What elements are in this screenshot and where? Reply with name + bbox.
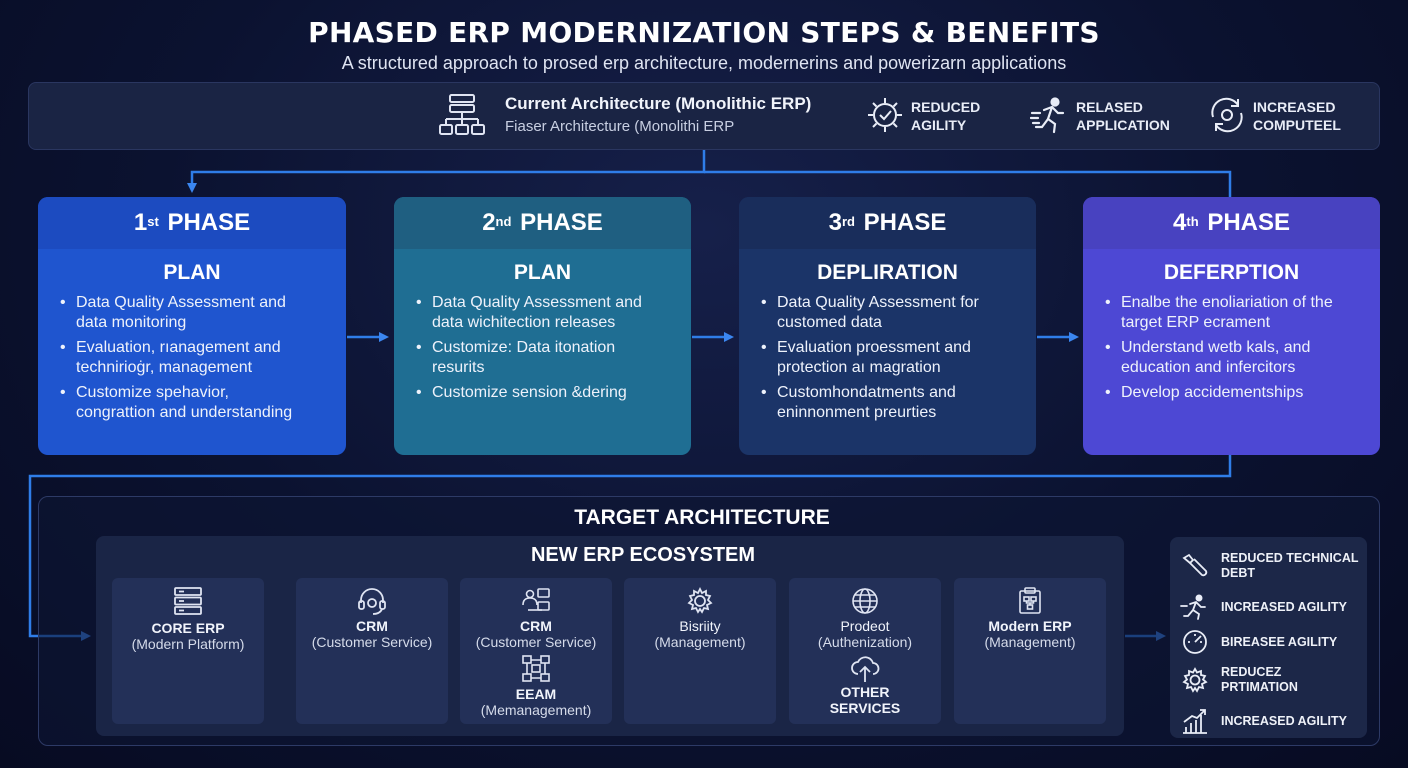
- ecosystem-card-product: Prodeot (Authenization) OTHER SERVICES: [789, 578, 941, 724]
- document-network-icon: [1019, 587, 1041, 614]
- gear-icon: [1182, 667, 1208, 693]
- gear-icon: [687, 586, 713, 614]
- refresh-gear-icon: [1211, 97, 1243, 133]
- phase-2-name: PLAN: [513, 261, 572, 284]
- bullet: Customize sension &dering: [416, 383, 677, 403]
- phase-2-card: 2nd PHASE PLAN Data Quality Assessment a…: [394, 197, 691, 455]
- bullet: Customize spehavior,congrattion and unde…: [60, 383, 332, 423]
- ecosystem-card-modern-erp: Modern ERP (Management): [954, 578, 1106, 724]
- target-benefit-increased-agility: INCREASED AGILITY: [1170, 593, 1347, 621]
- bullet: Develop accidementships: [1105, 383, 1366, 403]
- current-architecture-bar: [28, 82, 1380, 150]
- page-title: PHASED ERP MODERNIZATION STEPS & BENEFIT…: [308, 16, 1100, 49]
- wrench-icon: [1182, 553, 1208, 577]
- target-benefit-agility-2: BIREASEE AGILITY: [1170, 628, 1337, 656]
- globe-icon: [852, 588, 878, 614]
- target-benefit-increased-agility-2: INCREASED AGILITY: [1170, 707, 1347, 735]
- architecture-tree-icon: [439, 94, 485, 135]
- people-network-icon: [522, 588, 550, 611]
- phase-3-card: 3rd PHASE DEPLIRATION Data Quality Asses…: [739, 197, 1036, 455]
- ecosystem-title: NEW ERP ECOSYSTEM: [530, 544, 756, 566]
- running-person-icon: [1180, 594, 1206, 620]
- speedometer-icon: [1183, 630, 1207, 654]
- bullet: Evaluation, rıanagement andtechnirioġr, …: [60, 338, 332, 378]
- running-person-icon: [1030, 97, 1065, 134]
- phase-4-card: 4th PHASE DEFERPTION Enalbe the enoliari…: [1083, 197, 1380, 455]
- target-architecture-title: TARGET ARCHITECTURE: [574, 506, 830, 529]
- ecosystem-card-core-erp: CORE ERP (Modern Platform): [112, 578, 264, 724]
- page-subtitle: A structured approach to prosed erp arch…: [341, 53, 1067, 73]
- gear-check-icon: [868, 98, 902, 132]
- phase-1-card: 1st PHASE PLAN Data Quality Assessment a…: [38, 197, 346, 455]
- server-icon: [174, 587, 202, 615]
- cloud-upload-icon: [851, 656, 880, 682]
- current-architecture-title: Current Architecture (Monolithic ERP): [505, 94, 812, 113]
- growth-chart-icon: [1183, 709, 1207, 734]
- headset-icon: [358, 588, 386, 615]
- network-nodes-icon: [522, 655, 550, 682]
- phase-4-name: DEFERPTION: [1163, 261, 1300, 284]
- ecosystem-card-crm: CRM (Customer Service): [296, 578, 448, 724]
- phase-1-name: PLAN: [163, 261, 221, 284]
- ecosystem-card-security: Bisriity (Management): [624, 578, 776, 724]
- current-architecture-subtitle: Fiaser Architecture (Monolithi ERP: [505, 118, 735, 135]
- ecosystem-card-crm-eeam: CRM (Customer Service) EEAM (Memanagemen…: [460, 578, 612, 724]
- phase-3-name: DEPLIRATION: [817, 261, 958, 284]
